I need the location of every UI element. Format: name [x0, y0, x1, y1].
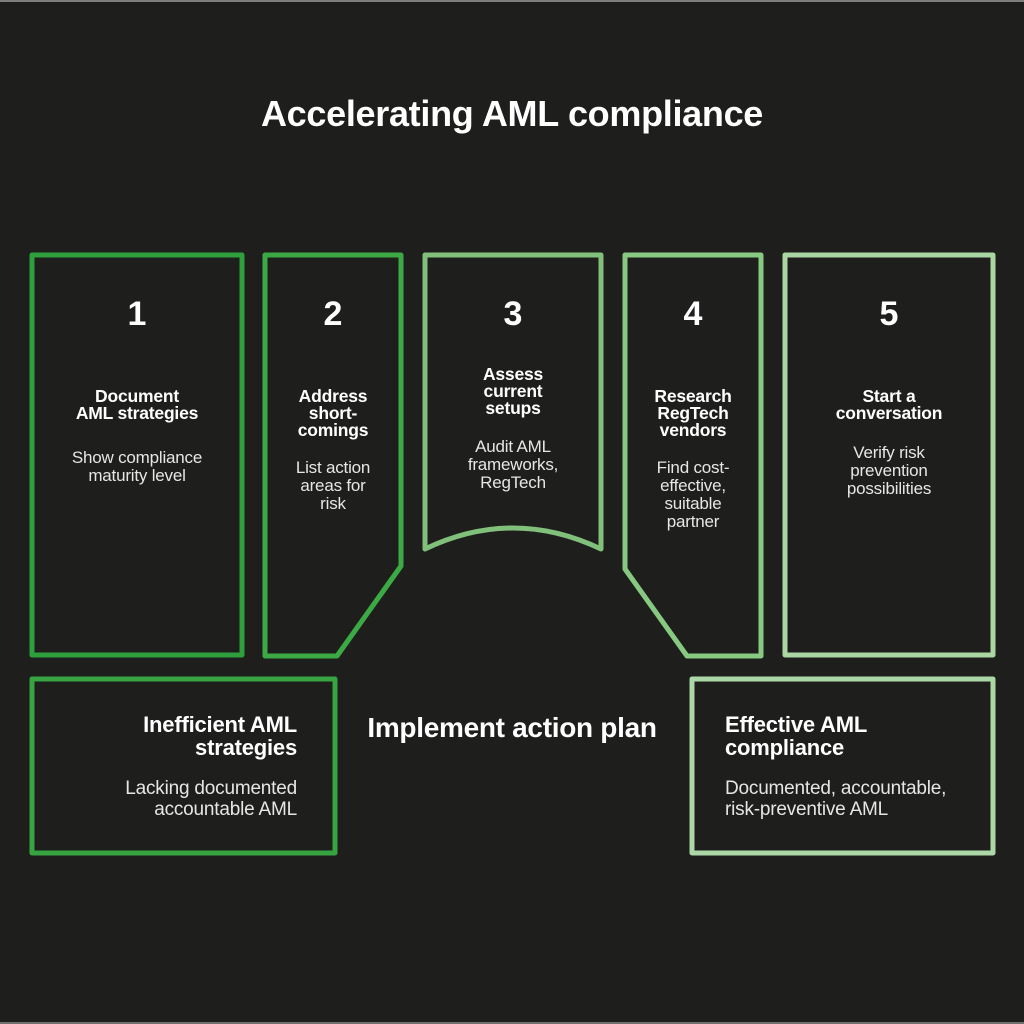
step-2-outline [262, 252, 404, 659]
top-edge-line [0, 0, 1024, 2]
step-5-number: 5 [879, 295, 899, 333]
inefficient-aml-box: Inefficient AML strategies Lacking docum… [50, 0, 297, 1024]
step-5-description: Verify risk prevention possibilities [846, 443, 932, 498]
step-2-title: Address short- comings [297, 386, 369, 440]
bottom-edge-line [0, 1022, 1024, 1024]
step-2: 2 Address short- comings List action are… [263, 0, 403, 1024]
effective-aml-outline [689, 676, 996, 856]
effective-aml-box: Effective AML compliance Documented, acc… [725, 0, 985, 1024]
step-5: 5 Start a conversation Verify risk preve… [783, 0, 995, 1024]
step-1-number: 1 [127, 295, 147, 333]
step-1-description: Show compliance maturity level [71, 448, 203, 485]
inefficient-aml-outline [29, 676, 338, 856]
step-3-number: 3 [503, 295, 523, 333]
step-3-outline [422, 252, 604, 552]
effective-aml-title: Effective AML compliance [725, 712, 868, 760]
step-3: 3 Assess current setups Audit AML framew… [423, 0, 603, 1024]
inefficient-aml-title: Inefficient AML strategies [143, 712, 297, 760]
step-4: 4 Research RegTech vendors Find cost- ef… [623, 0, 763, 1024]
step-4-title: Research RegTech vendors [654, 386, 732, 440]
step-4-description: Find cost- effective, suitable partner [656, 458, 730, 531]
step-1: 1 Document AML strategies Show complianc… [30, 0, 244, 1024]
implement-action-plan-label: Implement action plan [367, 712, 657, 743]
step-3-title: Assess current setups [482, 364, 544, 418]
step-1-title: Document AML strategies [75, 386, 199, 423]
step-4-number: 4 [683, 295, 703, 333]
step-2-description: List action areas for risk [295, 458, 371, 513]
inefficient-aml-description: Lacking documented accountable AML [125, 778, 297, 820]
step-1-outline [29, 252, 245, 658]
page-title: Accelerating AML compliance [260, 93, 764, 135]
step-5-outline [782, 252, 996, 658]
step-2-number: 2 [323, 295, 343, 333]
step-3-description: Audit AML frameworks, RegTech [467, 437, 559, 492]
step-5-title: Start a conversation [835, 386, 943, 423]
step-4-outline [622, 252, 764, 659]
effective-aml-description: Documented, accountable, risk-preventive… [725, 778, 947, 820]
